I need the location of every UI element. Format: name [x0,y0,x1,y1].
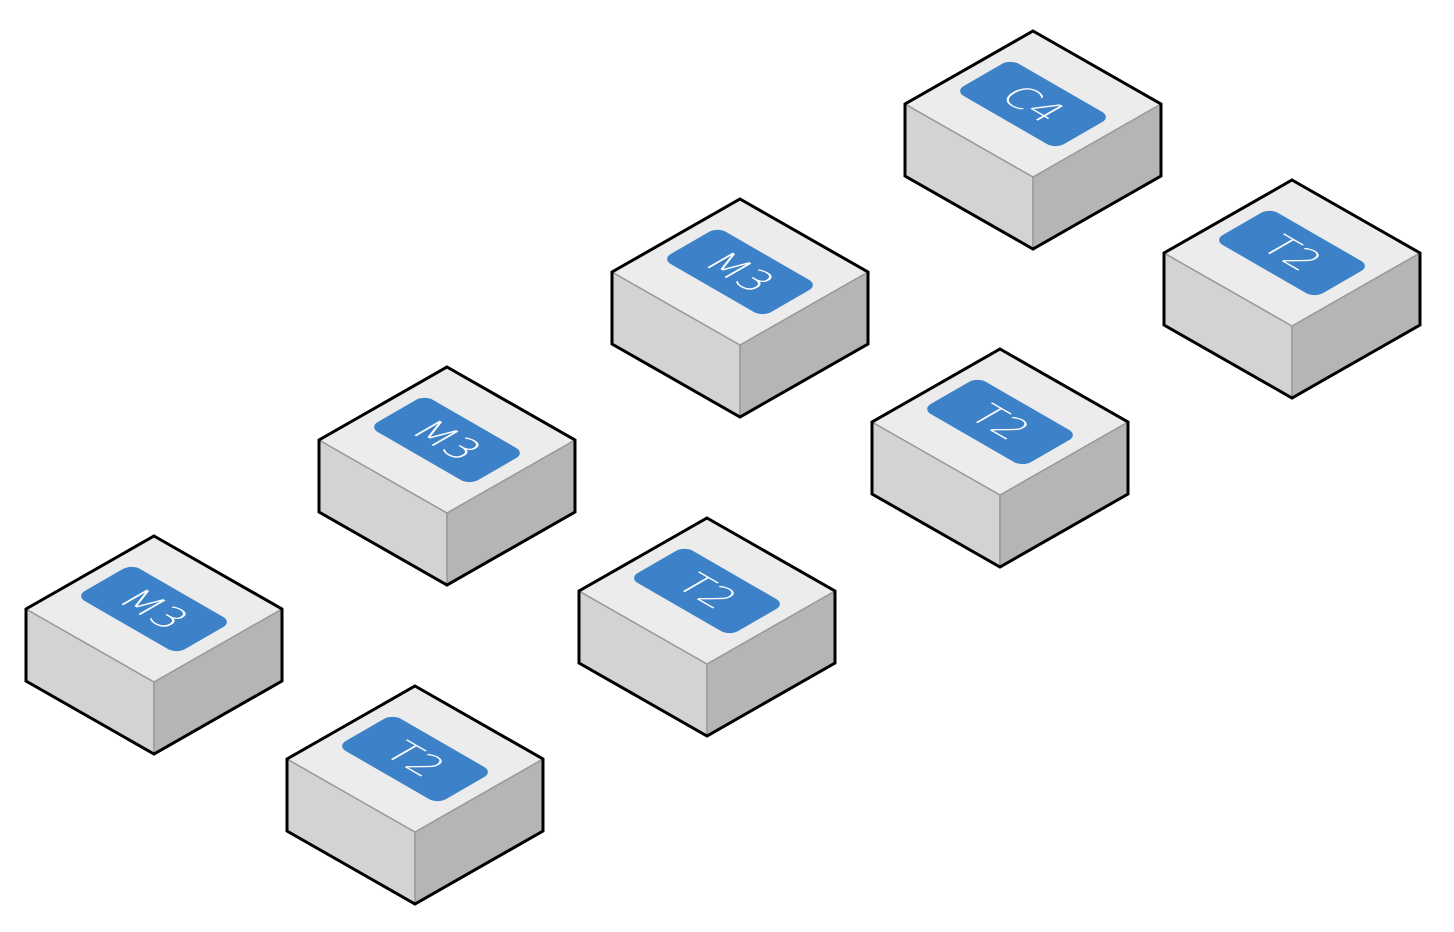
block-outline [610,197,870,419]
block-m3-a: M3 [610,197,870,419]
block-outline [870,347,1130,569]
badge-background [374,397,520,483]
block-label-badge: T2 [342,716,488,802]
block-m3-c: M3 [24,534,284,756]
block-outline [317,365,577,587]
block-label-badge: C4 [960,61,1106,147]
block-outline [285,684,545,906]
block-t2-d: T2 [285,684,545,906]
block-outline [903,29,1163,251]
block-outline [577,516,837,738]
block-c4: C4 [903,29,1163,251]
badge-background [81,566,227,652]
badge-background [1219,210,1365,296]
badge-background [342,716,488,802]
badge-background [960,61,1106,147]
badge-background [634,548,780,634]
badge-background [667,229,813,315]
block-outline [1162,178,1422,400]
block-t2-b: T2 [870,347,1130,569]
block-m3-b: M3 [317,365,577,587]
block-t2-c: T2 [577,516,837,738]
block-outline [24,534,284,756]
badge-background [927,379,1073,465]
block-t2-a: T2 [1162,178,1422,400]
